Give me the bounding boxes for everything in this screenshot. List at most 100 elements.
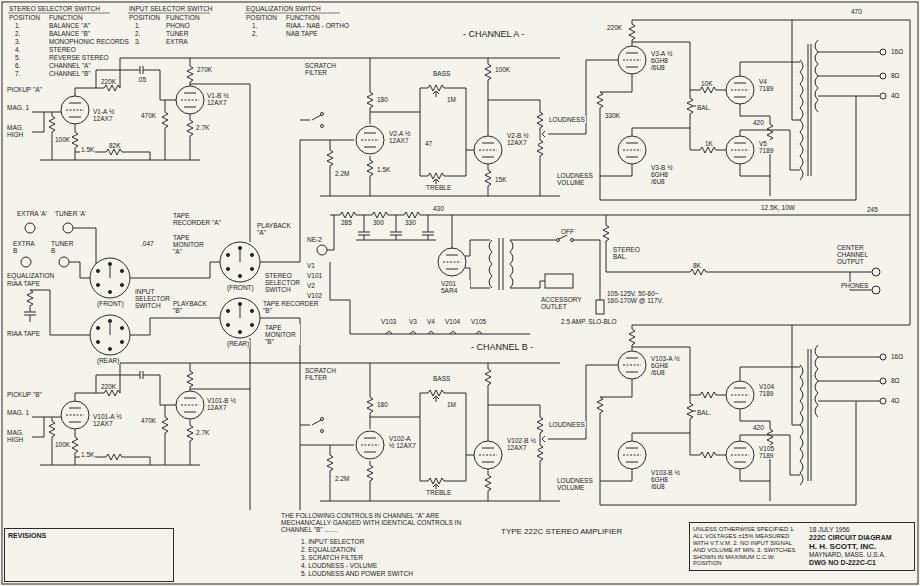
schematic-label: 3. xyxy=(134,38,141,45)
scratch-filter-switch xyxy=(300,115,321,120)
schematic-label: BALANCE "A" xyxy=(48,22,91,29)
pot-wiper xyxy=(433,91,697,185)
schematic-label: 420 xyxy=(752,119,765,126)
revision-block: REVISIONS xyxy=(4,528,174,582)
schematic-label: 1. xyxy=(134,22,141,29)
filter-resistor xyxy=(340,212,356,218)
schematic-label: V2-A ½ 12AX7 xyxy=(388,130,418,144)
resistor xyxy=(72,132,78,148)
schematic-label: 15K xyxy=(494,176,508,183)
schematic-label: 1. xyxy=(251,22,258,29)
schematic-label: TAPE RECORDER "B" xyxy=(262,300,324,314)
schematic-label: 3. xyxy=(14,38,21,45)
schematic-label: V102-B ½ 12AX7 xyxy=(506,437,538,451)
schematic-label: V3-B ½ 6GH8 /6U8 xyxy=(650,164,682,185)
output-terminal xyxy=(880,73,886,79)
schematic-label: 2.5 AMP. SLO-BLO xyxy=(560,318,618,325)
schematic-label: .047 xyxy=(140,240,155,247)
schematic-label: PICKUP "B" xyxy=(6,391,43,398)
schematic-label: 5. LOUDNESS AND POWER SWITCH xyxy=(300,570,414,577)
stereo-selector-front xyxy=(220,242,260,282)
neon-lamp xyxy=(317,245,327,255)
schematic-label: 1.5K xyxy=(80,451,95,458)
schematic-label: 285 xyxy=(340,219,353,226)
resistor xyxy=(327,150,333,166)
schematic-label: EXTRA 'A' xyxy=(16,210,48,217)
schematic-label: MONOPHONIC RECORDS xyxy=(48,38,130,45)
bass-pot xyxy=(428,85,444,91)
tube-v1b xyxy=(176,86,204,114)
schematic-label: TAPE MONITOR "B" xyxy=(264,324,300,345)
resistor xyxy=(690,269,706,275)
schematic-label: MAG. HIGH xyxy=(6,124,30,138)
schematic-label: V103-B ½ 6GH8 /6U8 xyxy=(650,469,682,490)
schematic-label: V1-A ½ 12AX7 xyxy=(92,108,124,122)
switch-contact xyxy=(557,239,560,242)
schematic-label: V1 xyxy=(306,262,316,269)
schematic-label: RIAA - NAB - ORTHO xyxy=(285,22,350,29)
transformer-secondary xyxy=(815,40,818,112)
tube-v1a xyxy=(61,96,89,124)
schematic-label: 470K xyxy=(140,417,157,424)
tube-v4 xyxy=(726,76,754,104)
schematic-label: 330K xyxy=(604,112,621,119)
schematic-label: 2. xyxy=(134,30,141,37)
schematic-label: LOUDNESS VOLUME xyxy=(556,477,592,491)
resistor xyxy=(49,116,55,132)
wire xyxy=(32,20,880,205)
schematic-label: SCRATCH FILTER xyxy=(304,367,340,381)
schematic-label: POSITION xyxy=(8,14,41,21)
schematic-label: V104 xyxy=(444,318,461,325)
stereo-balance-pot xyxy=(603,225,609,241)
schematic-label: FUNCTION xyxy=(285,14,321,21)
schematic-label: 6. xyxy=(14,62,21,69)
schematic-label: 2. xyxy=(14,30,21,37)
schematic-label: TREBLE xyxy=(425,184,452,191)
schematic-label: 8K xyxy=(692,262,702,269)
schematic-label: (REAR) xyxy=(226,340,250,347)
schematic-label: 1M xyxy=(446,401,457,408)
resistor xyxy=(367,160,373,176)
schematic-label: 470 xyxy=(850,8,863,15)
power-transformer-coil xyxy=(489,238,513,290)
jack-symbol xyxy=(21,257,31,267)
schematic-label: 245 xyxy=(866,206,879,213)
schematic-label: 47 xyxy=(424,140,433,147)
schematic-label: STEREO xyxy=(48,46,77,53)
schematic-label: TYPE 222C STEREO AMPLIFIER xyxy=(500,528,623,537)
schematic-label: EQUALIZATION xyxy=(6,272,55,279)
schematic-label: 100K xyxy=(494,66,511,73)
title-block: 18 JULY 1956222C CIRCUIT DIAGRAMH. H. SC… xyxy=(689,522,915,571)
schematic-label: V102 xyxy=(306,292,323,299)
schematic-label: 2.2M xyxy=(334,475,350,482)
schematic-label: THE FOLLOWING CONTROLS IN CHANNEL "A" AR… xyxy=(280,512,482,533)
schematic-label: 7. xyxy=(14,70,21,77)
schematic-label: REVERSE STEREO xyxy=(48,54,110,61)
capacitor-symbol xyxy=(140,66,143,74)
schematic-label: OFF xyxy=(560,228,575,235)
schematic-label: BAL. xyxy=(696,104,712,111)
resistor xyxy=(629,24,635,40)
jack-symbol xyxy=(25,223,35,233)
schematic-label: FUNCTION xyxy=(165,14,201,21)
jack-symbol xyxy=(872,286,880,294)
schematic-label: V4 xyxy=(426,318,436,325)
transformer-primary xyxy=(800,60,803,180)
schematic-label: MAG. HIGH xyxy=(6,429,30,443)
power-wire xyxy=(327,20,910,334)
schematic-label: V2-B ½ 12AX7 xyxy=(506,132,538,146)
schematic-label: 470K xyxy=(140,112,157,119)
tube-v3b xyxy=(618,136,646,164)
schematic-label: 3. SCRATCH FILTER xyxy=(300,554,364,561)
jack-symbol xyxy=(59,257,69,267)
schematic-label: 1.5K xyxy=(376,166,391,173)
output-terminal xyxy=(880,93,886,99)
schematic-label: V102-A ½ 12AX7 xyxy=(388,435,418,449)
schematic-label: CENTER CHANNEL OUTPUT xyxy=(836,244,884,265)
schematic-label: 1. INPUT SELECTOR xyxy=(300,538,365,545)
schematic-label: 105-125V. 50-60~ 160-170W @ 117V. xyxy=(606,290,668,304)
schematic-label: - CHANNEL B - xyxy=(470,343,534,353)
balance-pot xyxy=(687,98,693,114)
schematic-label: SCRATCH FILTER xyxy=(304,62,340,76)
